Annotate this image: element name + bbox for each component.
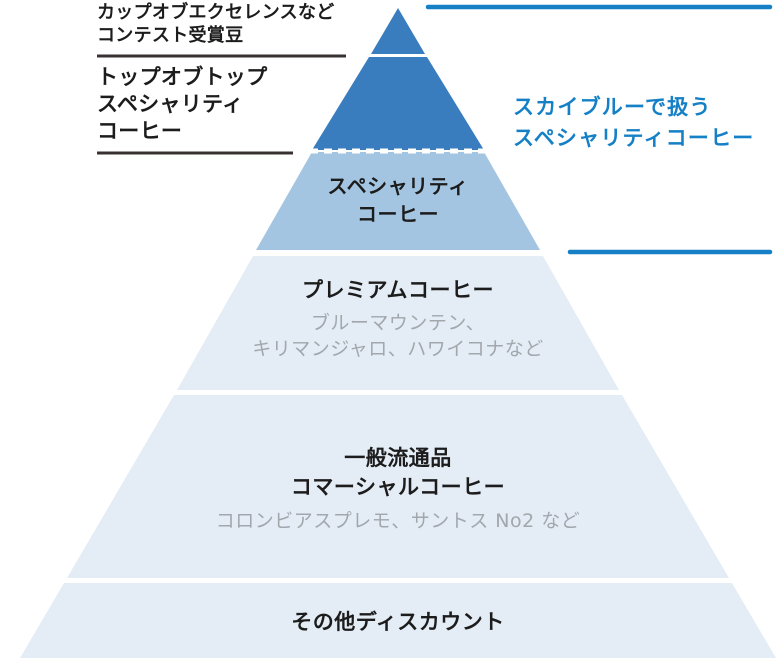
tier-premium-subtitle: ブルーマウンテン、 キリマンジャロ、ハワイコナなど bbox=[252, 310, 544, 362]
left-label: トップオブトップ スペシャリティ コーヒー bbox=[97, 64, 267, 145]
tier-contest-shape bbox=[371, 8, 425, 54]
tier-specialty-title-line-1: スペシャリティ bbox=[327, 174, 469, 198]
tier-discount-shape bbox=[20, 583, 776, 658]
tier-specialty-title-line-2: コーヒー bbox=[357, 202, 439, 226]
tier-commercial-title-line-2: コマーシャルコーヒー bbox=[290, 475, 506, 499]
tier-premium-title: プレミアムコーヒー bbox=[301, 278, 495, 302]
tier-specialty-shape bbox=[256, 152, 540, 250]
tier-top-of-top-shape bbox=[312, 57, 484, 150]
tier-commercial-title: 一般流通品 コマーシャルコーヒー bbox=[291, 444, 505, 502]
tier-commercial-subtitle: コロンビアスプレモ、サントス No2 など bbox=[215, 510, 581, 532]
tier-premium-subtitle-line-2: キリマンジャロ、ハワイコナなど bbox=[252, 338, 544, 360]
top-note-line-2: コンテスト受賞豆 bbox=[97, 25, 244, 46]
tier-discount-title: その他ディスカウント bbox=[291, 610, 505, 634]
top-note-line-1: カップオブエクセレンスなど bbox=[97, 2, 335, 23]
tier-premium-shape bbox=[177, 256, 619, 390]
right-callout: スカイブルーで扱う スペシャリティコーヒー bbox=[513, 92, 754, 154]
tier-specialty-label: スペシャリティ コーヒー bbox=[328, 172, 469, 228]
right-callout-line-2: スペシャリティコーヒー bbox=[513, 126, 755, 150]
tier-commercial-title-line-1: 一般流通品 bbox=[344, 446, 452, 470]
top-note: カップオブエクセレンスなど コンテスト受賞豆 bbox=[97, 1, 335, 47]
left-label-line-2: スペシャリティ bbox=[97, 92, 244, 116]
tier-premium-subtitle-line-1: ブルーマウンテン、 bbox=[310, 312, 486, 334]
left-label-line-3: コーヒー bbox=[97, 119, 183, 143]
tier-commercial-shape bbox=[67, 395, 729, 578]
left-label-line-1: トップオブトップ bbox=[97, 65, 268, 89]
right-callout-line-1: スカイブルーで扱う bbox=[513, 95, 712, 119]
